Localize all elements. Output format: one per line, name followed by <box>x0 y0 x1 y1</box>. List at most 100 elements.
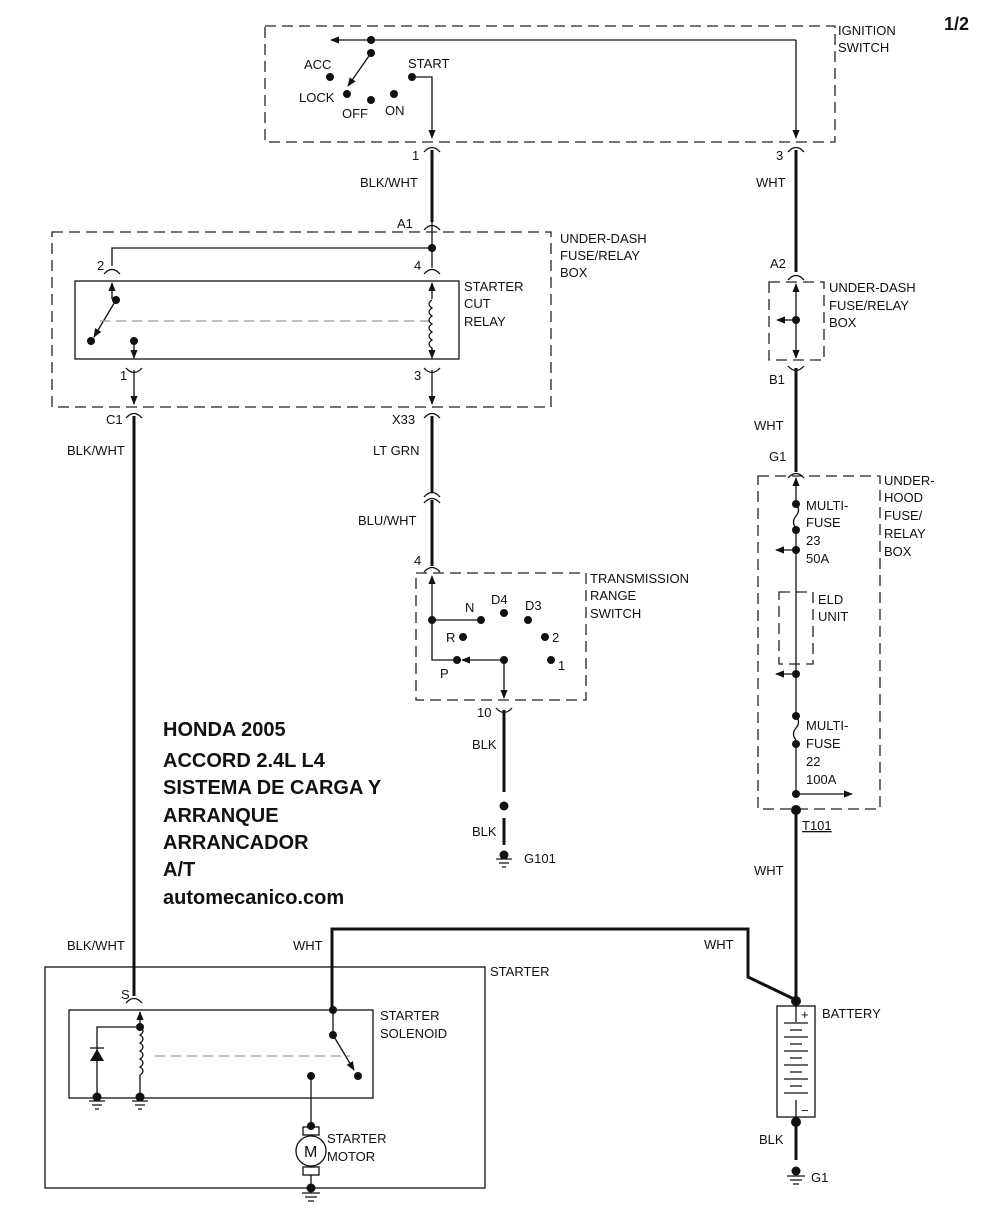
svg-text:N: N <box>465 600 474 615</box>
trs-r-contact <box>459 633 467 641</box>
svg-text:FUSE/RELAY: FUSE/RELAY <box>829 298 909 313</box>
svg-text:R: R <box>446 630 455 645</box>
wire-label: BLU/WHT <box>358 513 417 528</box>
off-label: OFF <box>342 106 368 121</box>
wire-label: WHT <box>754 863 784 878</box>
wire-label: BLK/WHT <box>67 443 125 458</box>
wire-label: LT GRN <box>373 443 419 458</box>
svg-text:SWITCH: SWITCH <box>590 606 641 621</box>
svg-text:1: 1 <box>558 658 565 673</box>
svg-text:STARTER: STARTER <box>464 279 523 294</box>
trs-d4-contact <box>500 609 508 617</box>
starter: STARTER S STARTER SOLENOID M STARTER MOT… <box>44 964 549 1202</box>
svg-text:2: 2 <box>97 258 104 273</box>
svg-text:FUSE/RELAY: FUSE/RELAY <box>560 248 640 263</box>
diode-icon <box>90 1049 104 1061</box>
wire-label: BLK <box>472 737 497 752</box>
svg-text:100A: 100A <box>806 772 837 787</box>
svg-text:22: 22 <box>806 754 820 769</box>
svg-text:3: 3 <box>414 368 421 383</box>
svg-text:TRANSMISSION: TRANSMISSION <box>590 571 689 586</box>
page-number: 1/2 <box>944 14 969 34</box>
battery-label: BATTERY <box>822 1006 881 1021</box>
ignition-wiper <box>347 52 372 87</box>
svg-text:RELAY: RELAY <box>464 314 506 329</box>
svg-text:10: 10 <box>477 705 491 720</box>
lock-contact <box>343 90 351 98</box>
s-terminal-label: S <box>121 987 130 1002</box>
title-block: HONDA 2005 ACCORD 2.4L L4 SISTEMA DE CAR… <box>163 719 382 909</box>
svg-text:C1: C1 <box>106 412 123 427</box>
ground-icon <box>132 1100 148 1110</box>
underdash-fuse-relay-box-right: UNDER-DASH FUSE/RELAY BOX B1 <box>768 274 916 387</box>
svg-text:A2: A2 <box>770 256 786 271</box>
starter-solenoid <box>68 1009 374 1099</box>
svg-text:UNDER-DASH: UNDER-DASH <box>560 231 647 246</box>
multi-fuse-23-icon <box>792 503 800 529</box>
svg-text:BOX: BOX <box>829 315 857 330</box>
ignition-switch-label-2: SWITCH <box>838 40 889 55</box>
wire-label: BLK <box>472 824 497 839</box>
starter-label: STARTER <box>490 964 549 979</box>
lock-label: LOCK <box>299 90 335 105</box>
ground-g101-label: G101 <box>524 851 556 866</box>
wire-label: WHT <box>704 937 734 952</box>
svg-text:UNDER-: UNDER- <box>884 473 935 488</box>
svg-text:BOX: BOX <box>560 265 588 280</box>
svg-text:2: 2 <box>552 630 559 645</box>
svg-text:4: 4 <box>414 258 421 273</box>
transmission-range-switch: 4 TRANSMISSION RANGE SWITCH N D4 D3 R 2 … <box>414 553 689 720</box>
ground-icon <box>496 850 512 868</box>
off-contact <box>367 96 375 104</box>
wire-label: WHT <box>756 175 786 190</box>
trs-outline <box>415 572 587 701</box>
wire-label: BLK <box>759 1132 784 1147</box>
battery: + − BATTERY <box>776 996 881 1127</box>
trs-2-contact <box>541 633 549 641</box>
svg-text:UNIT: UNIT <box>818 609 848 624</box>
acc-label: ACC <box>304 57 331 72</box>
wire-label: WHT <box>754 418 784 433</box>
underdash-box-left-outline <box>51 231 552 408</box>
title-line: automecanico.com <box>163 887 344 909</box>
svg-text:FUSE: FUSE <box>806 736 841 751</box>
svg-text:CUT: CUT <box>464 296 491 311</box>
svg-text:G1: G1 <box>769 449 786 464</box>
ground-icon <box>89 1100 105 1110</box>
start-label: START <box>408 56 449 71</box>
svg-text:23: 23 <box>806 533 820 548</box>
title-line: ACCORD 2.4L L4 <box>163 750 326 772</box>
svg-text:+: + <box>801 1007 809 1022</box>
svg-text:−: − <box>801 1103 809 1118</box>
on-label: ON <box>385 103 405 118</box>
ground-icon <box>302 1192 320 1202</box>
svg-text:M: M <box>304 1144 317 1161</box>
ignition-switch-label-1: IGNITION <box>838 23 896 38</box>
svg-text:1: 1 <box>120 368 127 383</box>
svg-text:D3: D3 <box>525 598 542 613</box>
starter-motor-icon <box>295 1135 327 1167</box>
ignition-switch-box <box>264 25 836 143</box>
svg-text:MULTI-: MULTI- <box>806 498 848 513</box>
svg-text:D4: D4 <box>491 592 508 607</box>
starter-cut-relay <box>74 280 460 360</box>
starter-outline <box>44 966 486 1189</box>
svg-text:BOX: BOX <box>884 544 912 559</box>
title-line: A/T <box>163 859 195 881</box>
title-line: HONDA 2005 <box>163 719 286 741</box>
relay-coil <box>428 299 434 358</box>
svg-text:4: 4 <box>414 553 421 568</box>
svg-text:B1: B1 <box>769 372 785 387</box>
pin-1-label: 1 <box>412 148 419 163</box>
connector-a1-label: A1 <box>397 216 413 231</box>
svg-text:50A: 50A <box>806 551 829 566</box>
wire-label: BLK/WHT <box>360 175 418 190</box>
wire-label: WHT <box>293 938 323 953</box>
svg-text:RANGE: RANGE <box>590 588 637 603</box>
wire-wht-battery-starter <box>330 927 797 1010</box>
svg-text:MULTI-: MULTI- <box>806 718 848 733</box>
svg-text:HOOD: HOOD <box>884 490 923 505</box>
trs-d3-contact <box>524 616 532 624</box>
svg-text:FUSE: FUSE <box>806 515 841 530</box>
acc-contact <box>326 73 334 81</box>
